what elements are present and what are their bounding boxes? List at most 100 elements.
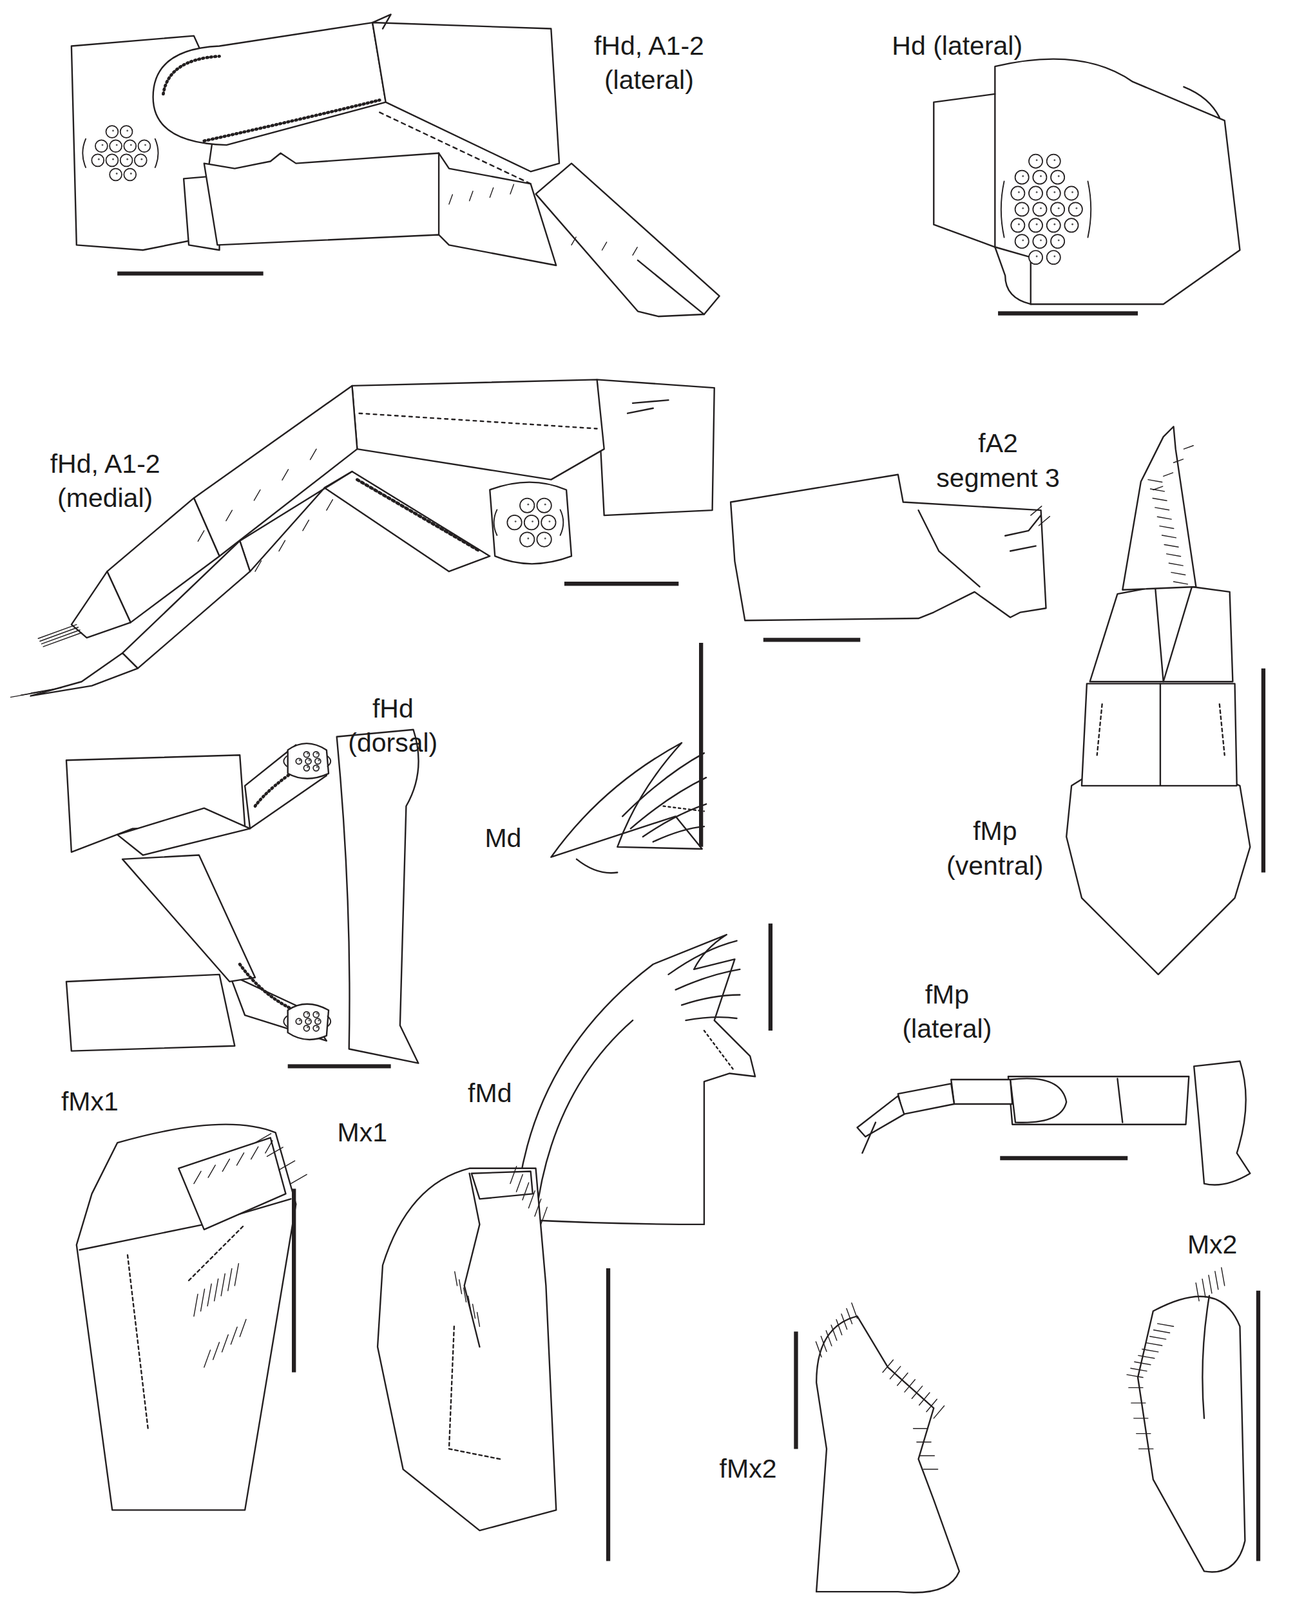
outline-stroke (1126, 1374, 1143, 1378)
outline-stroke (1057, 207, 1060, 210)
outline-stroke (1036, 255, 1038, 258)
scale-bar (1256, 1291, 1261, 1562)
outline-stroke (1131, 1402, 1146, 1404)
outline-stroke (30, 688, 62, 694)
outline-stroke (1028, 186, 1043, 200)
outline-stroke (66, 974, 235, 1052)
outline-stroke (1166, 554, 1181, 557)
outline-stroke (1053, 159, 1056, 162)
outline-stroke (820, 1336, 827, 1352)
outline-stroke (469, 191, 473, 202)
outline-stroke (597, 379, 715, 516)
outline-stroke (316, 752, 319, 755)
outline-stroke (201, 1289, 205, 1312)
outline-stroke (308, 759, 311, 762)
outline-stroke (1046, 154, 1061, 169)
outline-stroke (1001, 154, 1091, 265)
outline-stroke (316, 766, 319, 768)
outline-stroke (1097, 704, 1225, 756)
outline-stroke (916, 1441, 931, 1443)
outline-stroke (123, 139, 136, 153)
outline-stroke (222, 1159, 230, 1172)
outline-stroke (208, 1165, 216, 1178)
outline-stroke (1155, 507, 1170, 511)
outline-stroke (1193, 1061, 1250, 1185)
outline-stroke (1032, 234, 1047, 249)
outline-stroke (851, 1303, 858, 1319)
outline-stroke (1168, 563, 1183, 566)
outline-stroke (153, 22, 386, 145)
outline-stroke (255, 1133, 272, 1143)
scale-bar (564, 581, 679, 586)
outline-stroke (283, 1016, 287, 1027)
outline-stroke (1039, 239, 1042, 242)
outline-stroke (536, 1020, 633, 1218)
figure-label: fMx2 (719, 1452, 777, 1487)
outline-stroke (377, 1168, 557, 1531)
outline-stroke (138, 139, 151, 153)
outline-stroke (541, 515, 556, 530)
outline-stroke (862, 1122, 876, 1154)
outline-stroke (514, 520, 517, 523)
outline-stroke (302, 519, 310, 531)
outline-stroke (704, 1030, 736, 1072)
outline-stroke (471, 1171, 533, 1200)
outline-stroke (1153, 1330, 1171, 1334)
outline-stroke (315, 1018, 321, 1025)
outline-stroke (494, 509, 498, 536)
outline-stroke (1081, 683, 1238, 786)
figure-label: fHd, A1-2 (lateral) (571, 28, 727, 98)
outline-stroke (239, 1319, 247, 1337)
outline-stroke (204, 153, 557, 266)
outline-stroke (510, 184, 514, 194)
outline-stroke (1038, 516, 1050, 526)
outline-stroke (126, 158, 129, 161)
outline-stroke (336, 729, 419, 1064)
outline-stroke (109, 139, 122, 153)
outline-stroke (1117, 1078, 1123, 1123)
outline-stroke (112, 130, 115, 133)
outline-stroke (306, 1026, 309, 1029)
outline-stroke (1159, 683, 1161, 786)
outline-stroke (519, 532, 535, 547)
outline-stroke (507, 515, 522, 530)
outline-stroke (82, 139, 86, 168)
outline-stroke (1071, 191, 1074, 194)
outline-stroke (1164, 544, 1179, 547)
outline-stroke (140, 158, 143, 161)
figure-label: Mx1 (337, 1115, 388, 1151)
outline-stroke (1010, 1078, 1067, 1123)
outline-stroke (303, 1025, 310, 1032)
outline-stroke (1008, 1076, 1189, 1125)
outline-stroke (79, 1199, 292, 1250)
outline-stroke (1050, 202, 1065, 216)
outline-stroke (193, 1171, 202, 1184)
outline-stroke (919, 1392, 930, 1406)
outline-stroke (540, 1207, 547, 1225)
outline-stroke (524, 515, 539, 530)
outline-stroke (438, 153, 440, 236)
outline-stroke (1171, 572, 1186, 576)
outline-stroke (1153, 486, 1163, 490)
outline-stroke (1142, 1349, 1159, 1353)
outline-stroke (305, 758, 312, 765)
outline-stroke (1208, 1275, 1212, 1294)
outline-stroke (1021, 207, 1024, 210)
outline-stroke (1015, 170, 1029, 185)
outline-stroke (123, 168, 136, 182)
outline-stroke (379, 112, 531, 184)
outline-stroke (685, 1017, 737, 1021)
outline-stroke (522, 1182, 529, 1201)
outline-stroke (675, 969, 741, 991)
outline-stroke (536, 532, 551, 547)
outline-stroke (897, 1373, 908, 1386)
outline-stroke (1068, 202, 1083, 216)
scale-bar (768, 923, 773, 1031)
outline-stroke (298, 1019, 301, 1022)
outline-stroke (668, 941, 737, 975)
outline-stroke (454, 1271, 458, 1286)
outline-stroke (1046, 186, 1061, 200)
outline-stroke (303, 1012, 310, 1018)
outline-stroke (681, 995, 740, 1006)
